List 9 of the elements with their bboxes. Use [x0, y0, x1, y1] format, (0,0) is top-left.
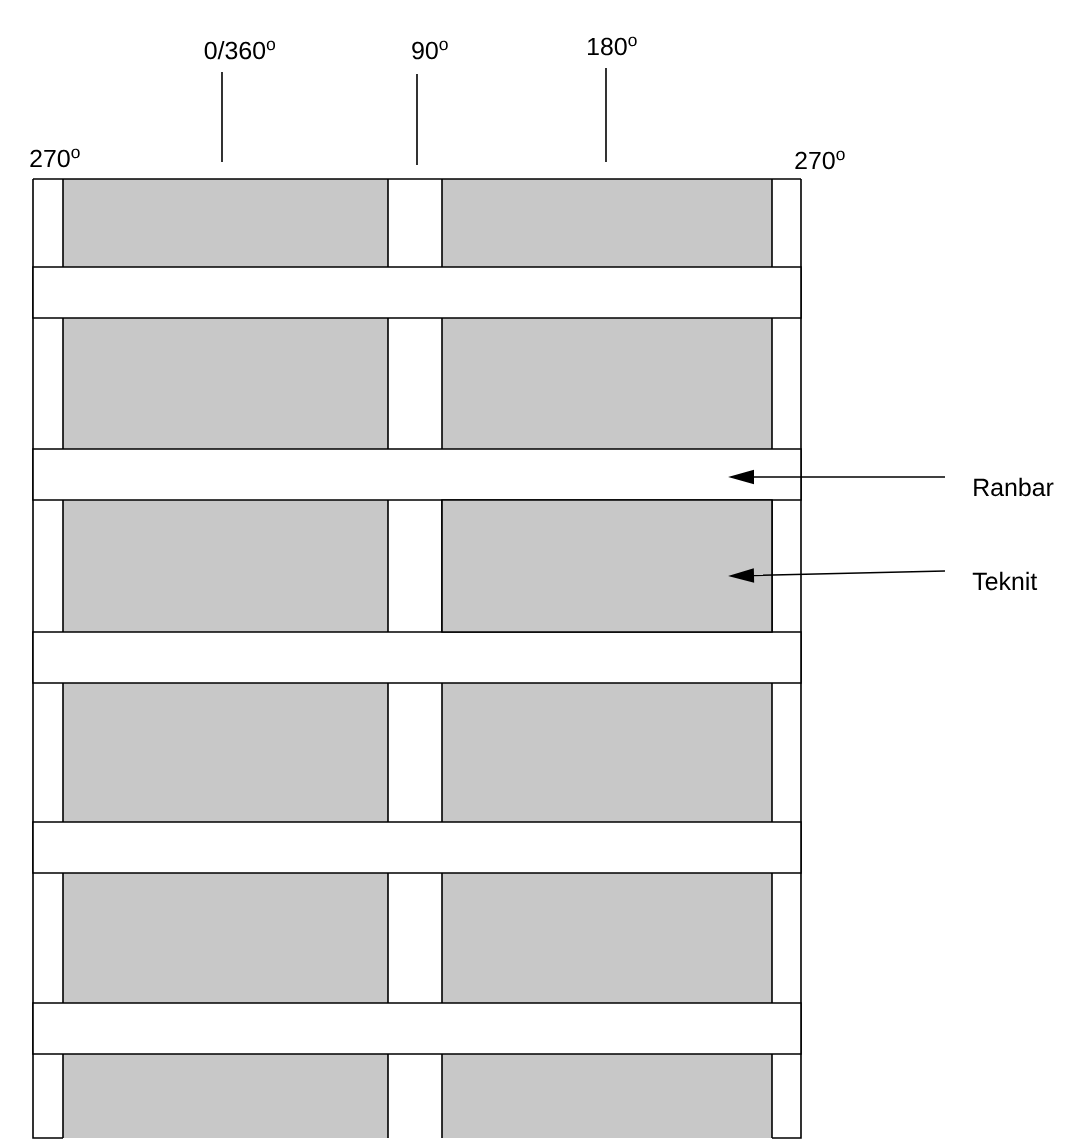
degree-label: 270$^{o}$ — [30, 148, 80, 168]
degree-label: 90$^{o}$ — [412, 40, 448, 60]
band — [32, 448, 802, 501]
degree-label: 270$^{o}$ — [795, 150, 845, 170]
label-text: Teknit — [972, 571, 1038, 591]
degree-label: 180$^{o}$ — [588, 36, 637, 56]
label-text: Ranbar — [974, 477, 1054, 497]
degree-label: 0/360$^{o}$ — [204, 40, 276, 60]
panel — [441, 499, 773, 633]
